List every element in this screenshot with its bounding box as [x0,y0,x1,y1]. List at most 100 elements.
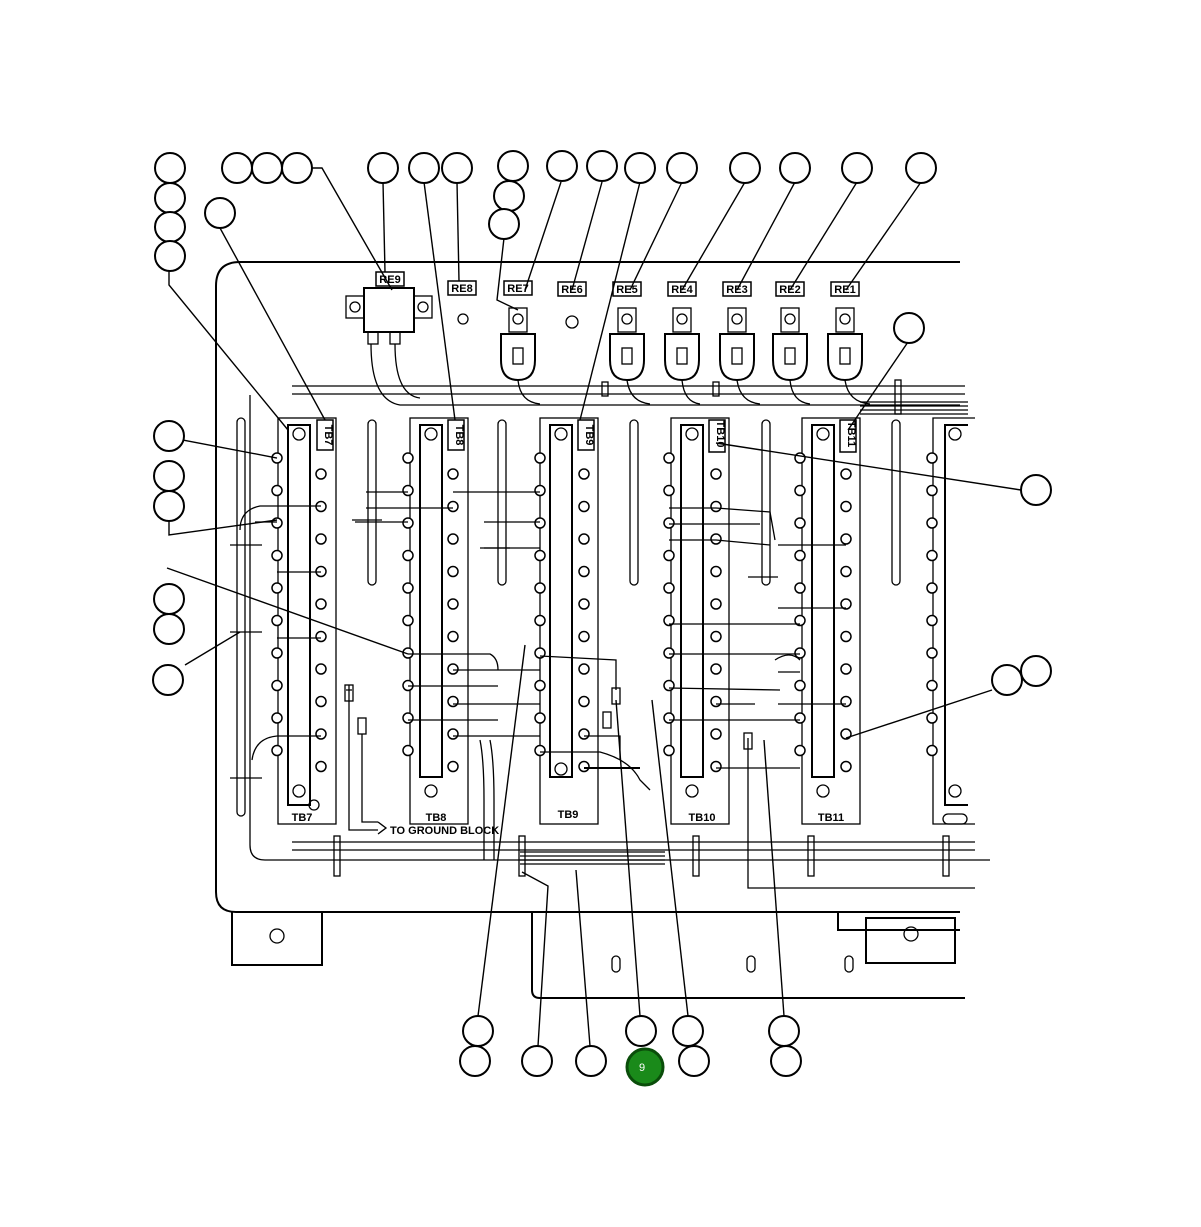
callout-circle[interactable] [441,152,473,184]
callout-circle[interactable] [770,1045,802,1077]
relay-re5[interactable]: RE5 [609,281,645,382]
terminal-stud [402,647,414,659]
terminal-stud [794,452,806,464]
callout-circle[interactable] [729,152,761,184]
callout-leaders [166,167,1022,1047]
terminal-stud [534,452,546,464]
relay-re4[interactable]: RE4 [664,281,700,382]
callout-circle[interactable] [666,152,698,184]
terminal-board-tb11[interactable]: TB11 TB11 [801,417,861,825]
terminal-board-tb10[interactable]: TB10 TB10 [670,417,730,825]
callout-circle[interactable] [459,1045,491,1077]
relay-re1[interactable]: RE1 [827,281,863,382]
callout-circle[interactable] [153,613,185,645]
tb10-top-label: TB10 [714,421,726,448]
terminal-stud [710,663,722,675]
callout-circle[interactable] [154,182,186,214]
terminal-stud [447,663,459,675]
terminal-stud [315,760,327,773]
callout-circle[interactable] [624,152,656,184]
callout-circle[interactable] [367,152,399,184]
callout-circle[interactable] [153,583,185,615]
callout-circle[interactable] [768,1015,800,1047]
highlighted-callout-label: 9 [639,1062,645,1074]
callout-circle[interactable] [521,1045,553,1077]
terminal-stud [271,679,283,692]
callout-circle[interactable] [493,180,525,212]
terminal-stud [271,647,283,659]
callout-circle[interactable] [154,240,186,272]
tb11-bottom-label: TB11 [818,812,844,824]
callout-circle[interactable] [154,211,186,243]
terminal-stud [315,728,327,740]
callout-circle[interactable] [408,152,440,184]
callout-leader [168,519,278,536]
terminal-stud [794,614,806,627]
callout-leader [615,699,641,1017]
callout-circle[interactable] [905,152,937,184]
terminal-stud [663,452,675,464]
callout-circle[interactable] [153,460,185,492]
callout-circle[interactable] [672,1015,704,1047]
callout-circle[interactable] [251,152,283,184]
callout-circle[interactable] [153,490,185,522]
terminal-stud [402,484,414,497]
terminal-stud [710,500,722,513]
callout-circle[interactable] [497,150,529,182]
terminal-stud [402,614,414,627]
terminal-stud [402,452,414,464]
callout-circle[interactable] [575,1045,607,1077]
relay-re8[interactable]: RE8 [447,280,477,325]
tb9-bottom-label: TB9 [558,809,579,821]
terminal-stud [794,484,806,497]
callout-circle[interactable] [678,1045,710,1077]
callout-circle[interactable] [1020,474,1052,506]
terminal-stud [794,744,806,757]
terminal-board-tb12-partial [932,417,975,825]
terminal-stud [271,712,283,724]
terminal-stud [926,744,938,757]
callout-circle[interactable] [488,208,520,240]
callout-circle[interactable] [586,150,618,182]
callout-circle[interactable] [221,152,253,184]
callout-leader [496,237,519,311]
relay-re2[interactable]: RE2 [772,281,808,382]
tb11-top-label: TB11 [845,421,857,447]
relay-re6[interactable]: RE6 [557,281,587,329]
terminal-stud [534,517,546,529]
callout-circle[interactable] [153,420,185,452]
callout-circle[interactable] [546,150,578,182]
callout-circle[interactable] [841,152,873,184]
callout-circle[interactable] [779,152,811,184]
callout-leader [715,442,1022,491]
relay-re9[interactable]: RE9 [345,271,433,345]
terminal-board-tb7[interactable]: TB7 TB7 [277,417,337,825]
callout-circle[interactable] [204,197,236,229]
terminal-stud [663,484,675,497]
callout-leader [182,439,278,459]
callout-circle[interactable] [893,312,925,344]
terminal-stud [578,695,590,708]
relay-re7[interactable]: RE7 [500,280,536,382]
terminal-stud [447,468,459,480]
callout-leader [521,871,549,1047]
relay-re3[interactable]: RE3 [719,281,755,382]
callout-circle[interactable] [625,1015,657,1047]
callout-circle[interactable] [154,152,186,184]
highlighted-callout[interactable]: 9 [625,1047,665,1087]
callout-circle[interactable] [152,664,184,696]
callout-circle[interactable] [462,1015,494,1047]
callout-circle[interactable] [1020,655,1052,687]
relay-row: RE7 RE5 RE4 RE3 RE2 [500,280,863,382]
callout-leader [763,739,785,1017]
terminal-board-tb9[interactable]: TB9 TB9 [539,417,599,825]
callout-leader [382,181,386,273]
callout-circle[interactable] [991,664,1023,696]
callout-circle[interactable] [281,152,313,184]
callout-leader [845,181,922,291]
terminal-stud [663,712,675,724]
terminal-stud [840,630,852,643]
terminal-board-tb8[interactable]: TB8 TB8 [409,417,469,825]
terminal-stud [926,647,938,659]
